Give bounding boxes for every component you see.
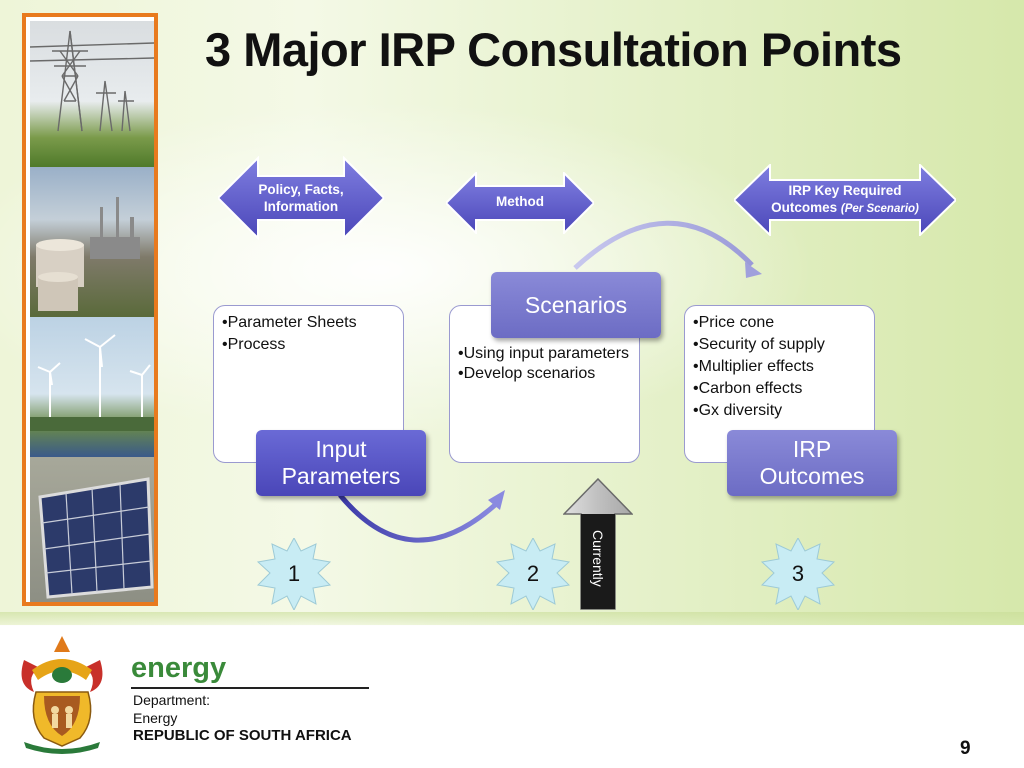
outcomes-label-line2: Outcomes (759, 463, 865, 489)
badge-1: 1 (256, 538, 332, 610)
outcomes-item-5: Gx diversity (693, 400, 866, 422)
method-double-arrow: Method (446, 172, 594, 234)
policy-line1: Policy, Facts, (258, 182, 344, 197)
outcomes-item-3: Multiplier effects (693, 356, 866, 378)
irp-key-double-arrow: IRP Key Required Outcomes (Per Scenario) (734, 164, 956, 236)
input-item-1: Parameter Sheets (222, 312, 395, 334)
irp-key-per-scenario: (Per Scenario) (840, 203, 919, 215)
wind-turbines-photo (30, 317, 154, 457)
scenarios-item-1: Using input parameters (458, 344, 631, 364)
input-label-line2: Parameters (281, 463, 401, 489)
scenarios-label: Scenarios (491, 272, 661, 338)
outcomes-label-line1: IRP (792, 436, 832, 462)
outcomes-item-4: Carbon effects (693, 378, 866, 400)
badge-1-number: 1 (287, 561, 301, 586)
badge-3-number: 3 (791, 561, 805, 586)
refinery-photo (30, 167, 154, 317)
scenarios-item-2: Develop scenarios (458, 364, 631, 384)
currently-label: Currently (590, 529, 606, 587)
badge-2-number: 2 (526, 561, 540, 586)
scenarios-bullets: Using input parameters Develop scenarios (458, 344, 631, 384)
outcomes-item-1: Price cone (693, 312, 866, 334)
policy-double-arrow: Policy, Facts, Information (218, 156, 384, 240)
logo-divider (131, 687, 369, 689)
photo-strip (22, 13, 158, 606)
slide-title: 3 Major IRP Consultation Points (205, 23, 902, 76)
policy-line2: Information (263, 199, 339, 214)
input-parameters-label: Input Parameters (256, 430, 426, 496)
solar-panel-photo (30, 457, 154, 602)
coat-of-arms-icon (21, 636, 103, 754)
irp-key-line1: IRP Key Required (788, 183, 902, 198)
curve-arrow-1-to-2 (338, 493, 497, 543)
logo-republic: REPUBLIC OF SOUTH AFRICA (133, 727, 352, 744)
logo-brand: energy (131, 652, 227, 684)
outcomes-bullets: Price cone Security of supply Multiplier… (693, 312, 866, 422)
irp-outcomes-label: IRP Outcomes (727, 430, 897, 496)
currently-arrow: Currently (563, 478, 633, 610)
badge-2: 2 (495, 538, 571, 610)
background-fade (0, 612, 1024, 626)
irp-key-outcomes: Outcomes (771, 200, 838, 215)
input-bullets: Parameter Sheets Process (222, 312, 395, 356)
cycle-arrows (338, 220, 762, 543)
method-label: Method (496, 193, 544, 209)
power-lines-photo (30, 21, 154, 167)
page-number: 9 (960, 738, 971, 759)
irp-key-line2: Outcomes (Per Scenario) (771, 199, 919, 218)
badge-3: 3 (760, 538, 836, 610)
input-label-line1: Input (315, 436, 367, 462)
outcomes-item-2: Security of supply (693, 334, 866, 356)
logo-department: Department: (133, 692, 211, 708)
logo-energy: Energy (133, 710, 178, 726)
input-item-2: Process (222, 334, 395, 356)
curve-arrow-2-to-3 (573, 220, 754, 270)
